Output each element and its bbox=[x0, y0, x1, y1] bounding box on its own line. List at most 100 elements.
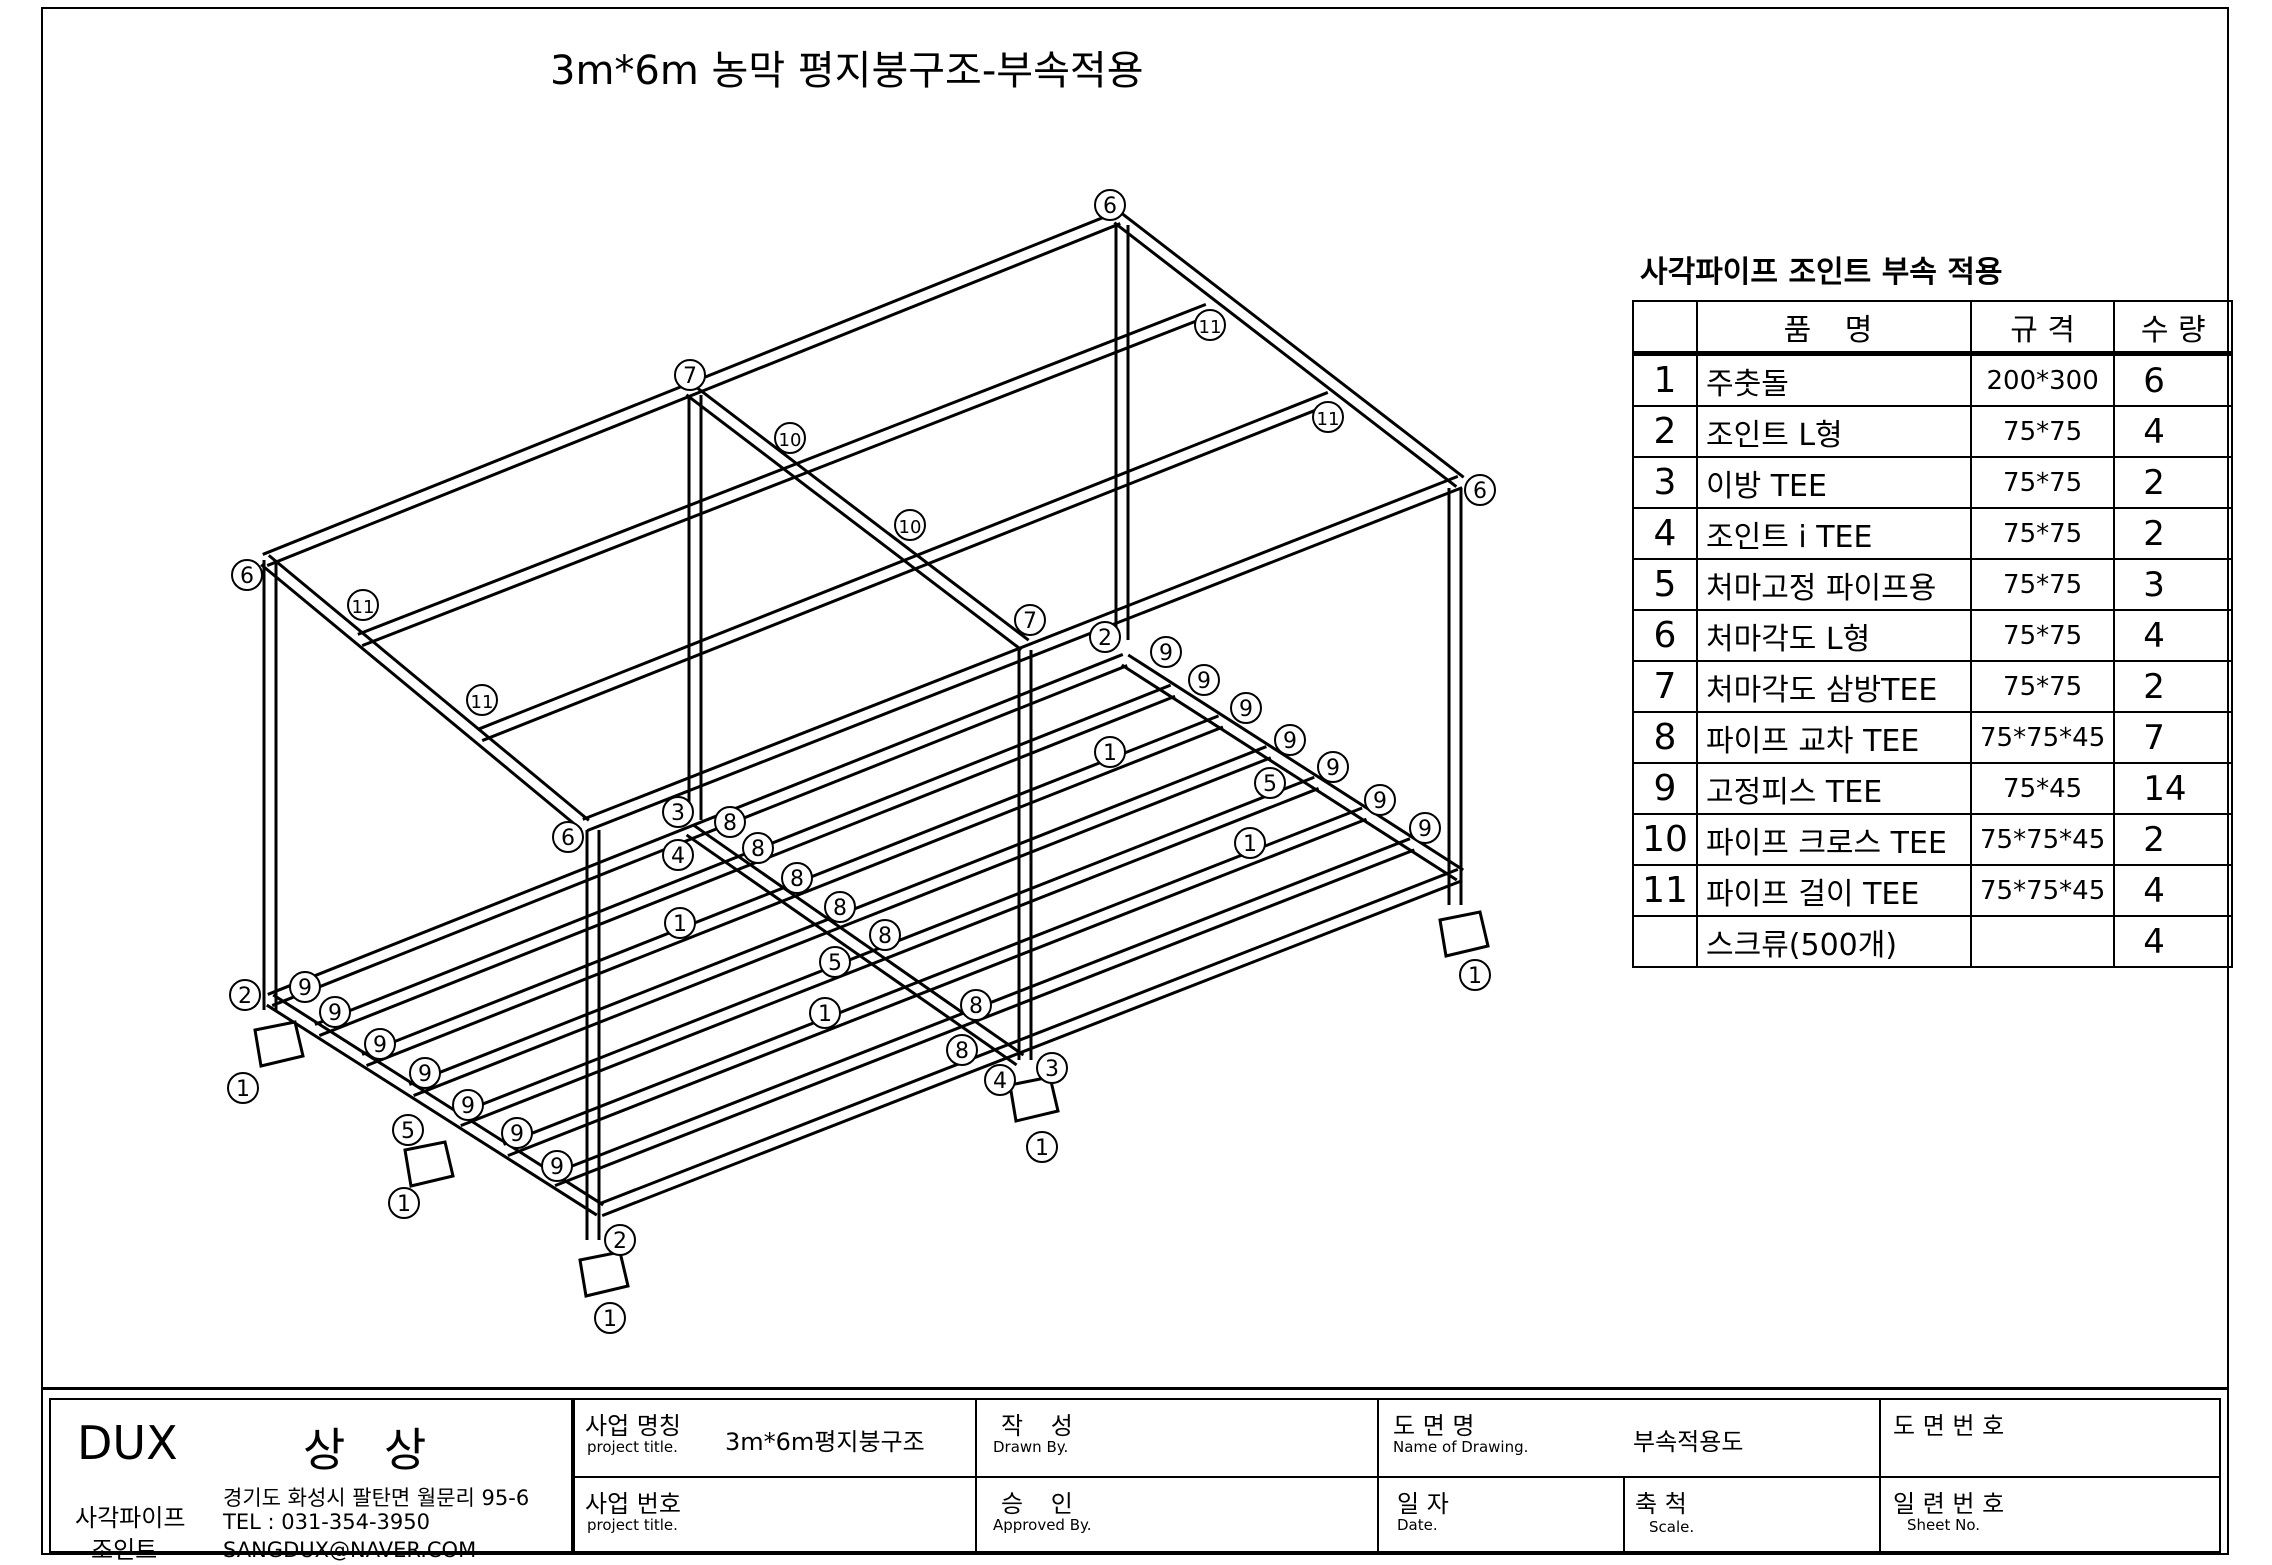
callout-9: 9 bbox=[1188, 664, 1220, 696]
callout-number: 8 bbox=[878, 924, 892, 949]
drawing-name-value: 부속적용도 bbox=[1633, 1428, 1744, 1456]
sheet-no-en: Sheet No. bbox=[1907, 1516, 1981, 1534]
callout-10: 10 bbox=[894, 509, 926, 541]
callout-number: 3 bbox=[671, 801, 685, 826]
roof-back-beam bbox=[266, 222, 1121, 567]
footing-block bbox=[403, 1140, 455, 1188]
callout-number: 8 bbox=[833, 896, 847, 921]
parts-cell-qty: 4 bbox=[2113, 915, 2234, 968]
parts-cell-spec: 75*75 bbox=[1969, 609, 2116, 662]
parts-cell-spec: 75*75 bbox=[1969, 405, 2116, 458]
callout-number: 5 bbox=[828, 951, 842, 976]
parts-cell-qty: 2 bbox=[2113, 660, 2234, 713]
parts-table-header: 품 명 규 격 수 량 bbox=[1632, 300, 2234, 356]
roof-purlin bbox=[477, 391, 1329, 731]
sheet-no-label: 일 련 번 호 bbox=[1893, 1490, 2005, 1518]
callout-9: 9 bbox=[541, 1150, 573, 1182]
callout-number: 1 bbox=[1468, 964, 1482, 989]
callout-9: 9 bbox=[364, 1028, 396, 1060]
callout-4: 4 bbox=[662, 839, 694, 871]
parts-cell-qty: 6 bbox=[2113, 352, 2234, 407]
drawing-name-en: Name of Drawing. bbox=[1393, 1438, 1529, 1456]
scale-cell: 축 척 Scale. bbox=[1623, 1476, 1881, 1553]
roof-purlin bbox=[481, 402, 1333, 742]
approved-by-label: 승 인 bbox=[1001, 1490, 1083, 1518]
callout-6: 6 bbox=[231, 559, 263, 591]
company-name-kr: 상 상 bbox=[303, 1423, 439, 1477]
drawn-by-cell: 작 성 Drawn By. bbox=[975, 1398, 1379, 1478]
callout-9: 9 bbox=[1274, 724, 1306, 756]
callout-number: 9 bbox=[1159, 641, 1173, 666]
callout-3: 3 bbox=[1036, 1052, 1068, 1084]
approved-by-cell: 승 인 Approved By. bbox=[975, 1476, 1379, 1553]
parts-cell-spec: 75*75*45 bbox=[1969, 864, 2116, 917]
floor-cross-beam bbox=[685, 833, 1018, 1067]
callout-10: 10 bbox=[774, 422, 806, 454]
parts-cell-name: 고정피스 TEE bbox=[1696, 762, 1972, 815]
callout-number: 9 bbox=[1283, 729, 1297, 754]
floor-right-sill bbox=[1127, 653, 1465, 872]
project-title-cell: 사업 명칭 project title. 3m*6m평지붕구조 bbox=[573, 1398, 977, 1478]
callout-number: 9 bbox=[1326, 756, 1340, 781]
date-cell: 일 자 Date. bbox=[1377, 1476, 1625, 1553]
callout-number: 9 bbox=[298, 976, 312, 1001]
project-title-value: 3m*6m평지붕구조 bbox=[725, 1428, 925, 1456]
parts-cell-no: 6 bbox=[1632, 609, 1698, 662]
callout-number: 1 bbox=[1103, 741, 1117, 766]
parts-cell-spec: 75*75*45 bbox=[1969, 813, 2116, 866]
floor-back-sill bbox=[271, 664, 1128, 1007]
parts-cell-qty: 2 bbox=[2113, 813, 2234, 866]
callout-6: 6 bbox=[1094, 189, 1126, 221]
callout-5: 5 bbox=[819, 946, 851, 978]
callout-8: 8 bbox=[869, 919, 901, 951]
parts-cell-name: 조인트 L형 bbox=[1696, 405, 1972, 458]
callout-11: 11 bbox=[1312, 401, 1344, 433]
callout-8: 8 bbox=[946, 1034, 978, 1066]
approved-by-en: Approved By. bbox=[993, 1516, 1092, 1534]
parts-cell-no: 7 bbox=[1632, 660, 1698, 713]
floor-front-sill bbox=[601, 879, 1463, 1217]
footing-block bbox=[253, 1020, 305, 1068]
callout-8: 8 bbox=[781, 862, 813, 894]
parts-cell-spec: 75*75 bbox=[1969, 507, 2116, 560]
drawing-name-label: 도 면 명 bbox=[1393, 1412, 1475, 1440]
callout-1: 1 bbox=[1234, 827, 1266, 859]
callout-number: 6 bbox=[1473, 479, 1487, 504]
drawing-no-cell: 도 면 번 호 bbox=[1879, 1398, 2221, 1478]
header-no bbox=[1632, 300, 1698, 356]
floor-joist bbox=[460, 787, 1320, 1127]
project-no-cell: 사업 번호 project title. bbox=[573, 1476, 977, 1553]
parts-cell-qty: 3 bbox=[2113, 558, 2234, 611]
callout-number: 9 bbox=[1239, 697, 1253, 722]
parts-cell-spec: 75*45 bbox=[1969, 762, 2116, 815]
callout-1: 1 bbox=[1094, 736, 1126, 768]
company-subtitle-2: 조인트 bbox=[91, 1536, 158, 1564]
footing-block bbox=[578, 1250, 630, 1298]
parts-cell-qty: 14 bbox=[2113, 762, 2234, 815]
callout-number: 1 bbox=[603, 1307, 617, 1332]
footing-block bbox=[1438, 910, 1490, 958]
callout-number: 8 bbox=[790, 867, 804, 892]
parts-cell-qty: 7 bbox=[2113, 711, 2234, 764]
callout-5: 5 bbox=[392, 1114, 424, 1146]
callout-9: 9 bbox=[1150, 636, 1182, 668]
callout-1: 1 bbox=[388, 1187, 420, 1219]
parts-table-title: 사각파이프 조인트 부속 적용 bbox=[1640, 255, 2003, 290]
callout-number: 1 bbox=[818, 1002, 832, 1027]
roof-front-beam bbox=[586, 486, 1463, 832]
callout-8: 8 bbox=[960, 989, 992, 1021]
parts-cell-name: 처마각도 삼방TEE bbox=[1696, 660, 1972, 713]
floor-right-sill bbox=[1120, 663, 1458, 882]
parts-cell-qty: 4 bbox=[2113, 609, 2234, 662]
roof-purlin bbox=[357, 303, 1207, 636]
callout-11: 11 bbox=[466, 684, 498, 716]
parts-cell-no: 2 bbox=[1632, 405, 1698, 458]
